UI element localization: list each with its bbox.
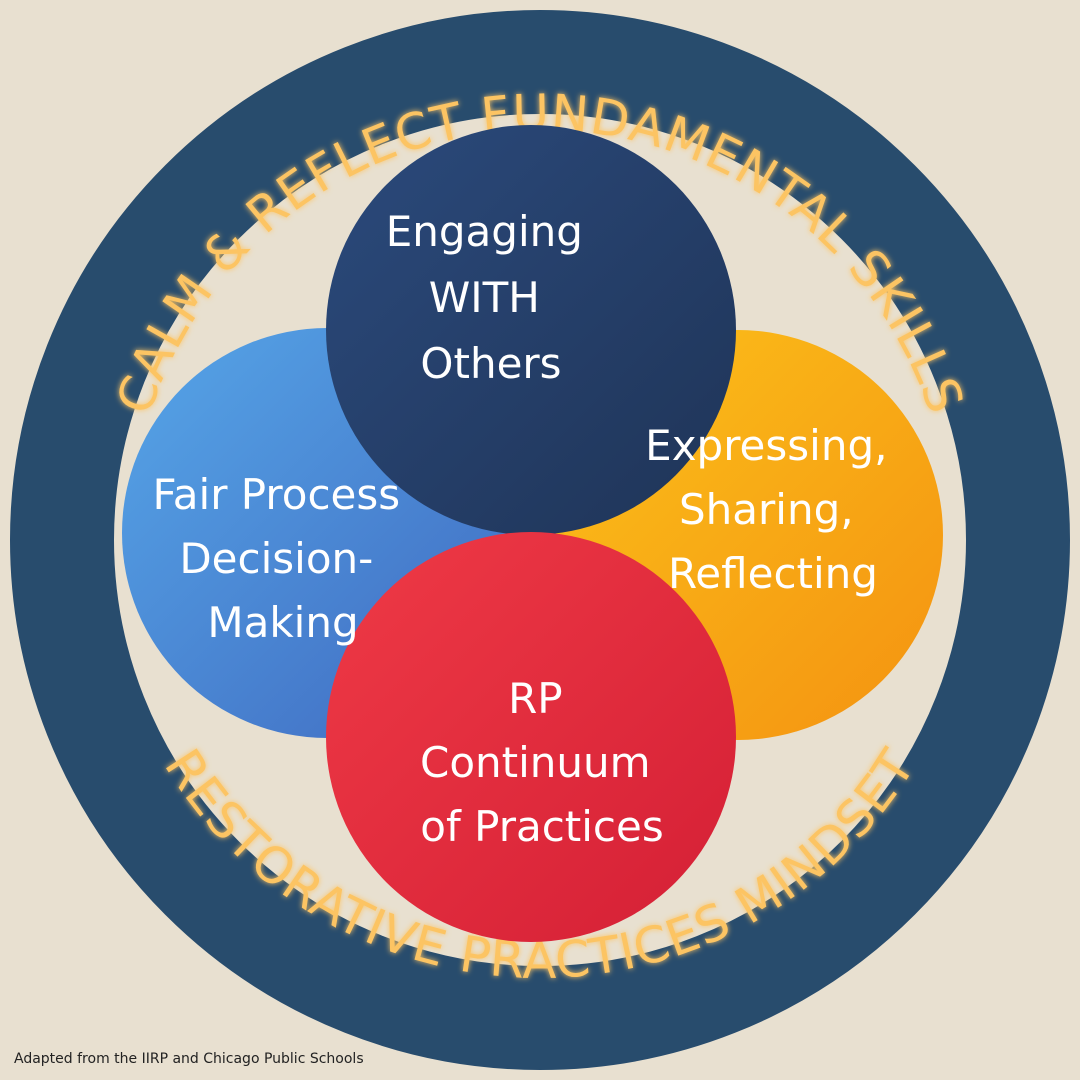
outer-ring [10, 10, 1070, 1070]
label-expressing-sharing-reflecting: Expressing, Sharing, Reflecting [645, 421, 901, 598]
credit-text: Adapted from the IIRP and Chicago Public… [14, 1051, 364, 1067]
label-engaging-with-others: Engaging WITH Others [386, 207, 597, 388]
label-fair-process: Fair Process Decision- Making [152, 470, 413, 647]
label-rp-continuum: RP Continuum of Practices [420, 674, 664, 851]
circle-engaging-with-others [326, 125, 736, 535]
circle-rp-continuum [326, 532, 736, 942]
